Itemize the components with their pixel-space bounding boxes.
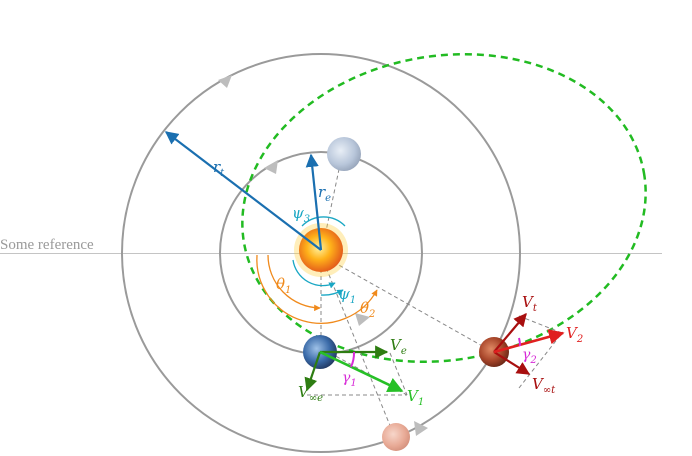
transfer-orbit [241, 52, 647, 364]
psi1-inner-arc [320, 289, 344, 296]
v1-vector [319, 350, 404, 393]
vinf-e-vector [304, 351, 322, 392]
label-re: re [318, 183, 331, 204]
re-vector [305, 153, 323, 251]
psi3-arc [301, 216, 346, 227]
label-theta1: θ1 [276, 275, 291, 296]
label-vinf-e: V∞e [298, 383, 323, 404]
psi1-arc [292, 259, 336, 289]
theta2-arc [256, 254, 378, 324]
rt-vector [164, 131, 322, 251]
target-orbit [121, 53, 521, 453]
vt-vector [493, 312, 527, 353]
orbit-arrow-icon [355, 313, 370, 326]
label-gamma1: γ1 [342, 370, 357, 389]
label-v2: V2 [566, 324, 583, 345]
theta1-arc [267, 254, 321, 312]
orbit-arrow-icon [264, 160, 278, 174]
label-rt: rt [213, 158, 225, 179]
orbit-arrow-icon [414, 421, 428, 436]
earth-icon [327, 137, 361, 171]
label-psi3: ψ3 [292, 204, 310, 225]
gamma2-arc [518, 337, 522, 347]
label-vt: Vt [522, 293, 538, 314]
label-gamma2: γ2 [522, 347, 537, 366]
label-vinf-t: V∞t [532, 375, 556, 396]
label-psi1: ψ1 [338, 285, 356, 306]
label-ve: Ve [390, 336, 407, 357]
v2-vector [493, 329, 565, 354]
vinf-t-vector [493, 351, 531, 375]
label-v1: V1 [407, 387, 424, 408]
reference-label: Some reference [0, 237, 94, 253]
label-theta2: θ2 [360, 299, 375, 320]
orbit-arrow-icon [218, 75, 232, 88]
gamma1-arc [350, 351, 356, 368]
mars-icon [382, 423, 410, 451]
